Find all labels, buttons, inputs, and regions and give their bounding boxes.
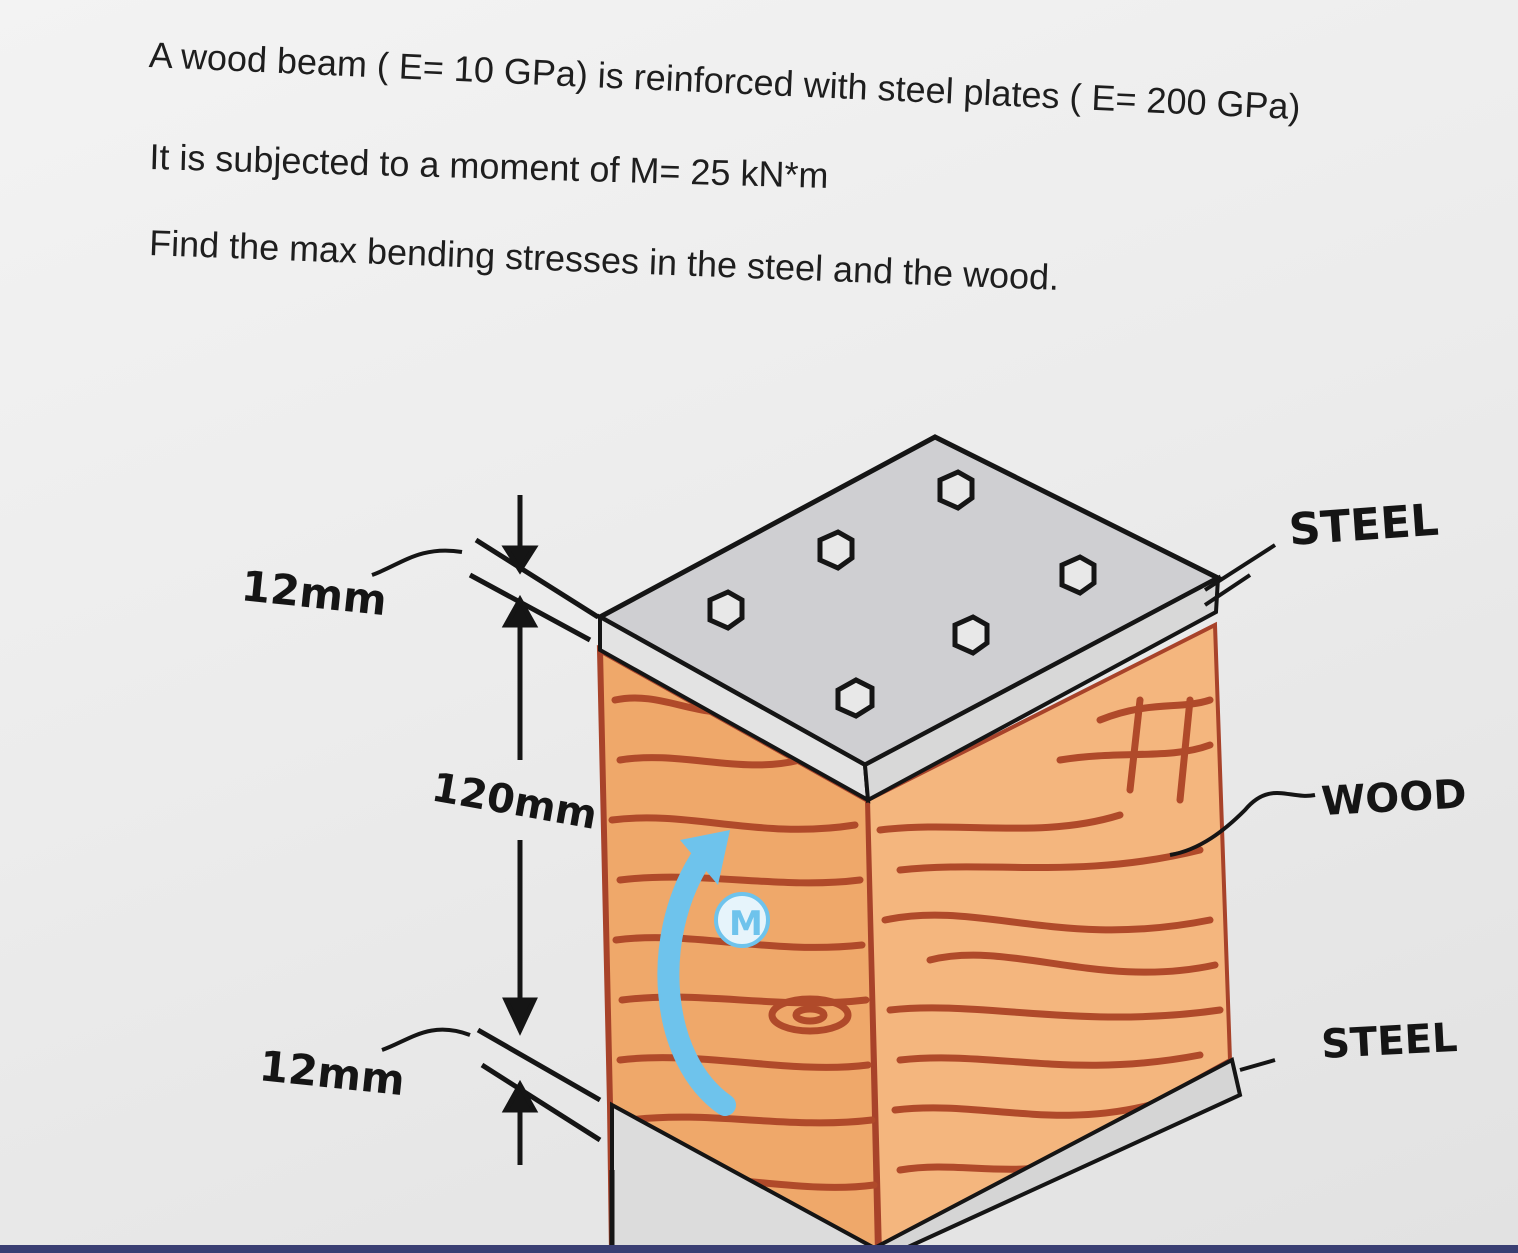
dim-top-plate-label: 12mm — [239, 561, 389, 625]
bolt-icon — [1059, 554, 1097, 596]
dim-wood-label: 120mm — [428, 765, 600, 839]
moment-arrow — [657, 830, 770, 1116]
bolt-icon — [937, 469, 975, 511]
bolt-icon — [952, 614, 990, 656]
label-top-steel: STEEL — [1287, 495, 1440, 556]
dimension-lines — [468, 495, 615, 1253]
moment-symbol: M — [729, 904, 763, 944]
top-steel-right-edge — [862, 574, 1221, 804]
bolt-heads — [707, 469, 1097, 719]
label-bottom-steel: STEEL — [1320, 1015, 1458, 1068]
monitor-bottom-edge — [0, 1245, 1518, 1253]
label-wood: WOOD — [1320, 771, 1468, 825]
bolt-icon — [817, 529, 855, 571]
wood-grain-front — [608, 694, 878, 1191]
bolt-icon — [835, 677, 875, 719]
leader-lines — [371, 543, 1316, 1072]
bolt-icon — [707, 589, 745, 631]
